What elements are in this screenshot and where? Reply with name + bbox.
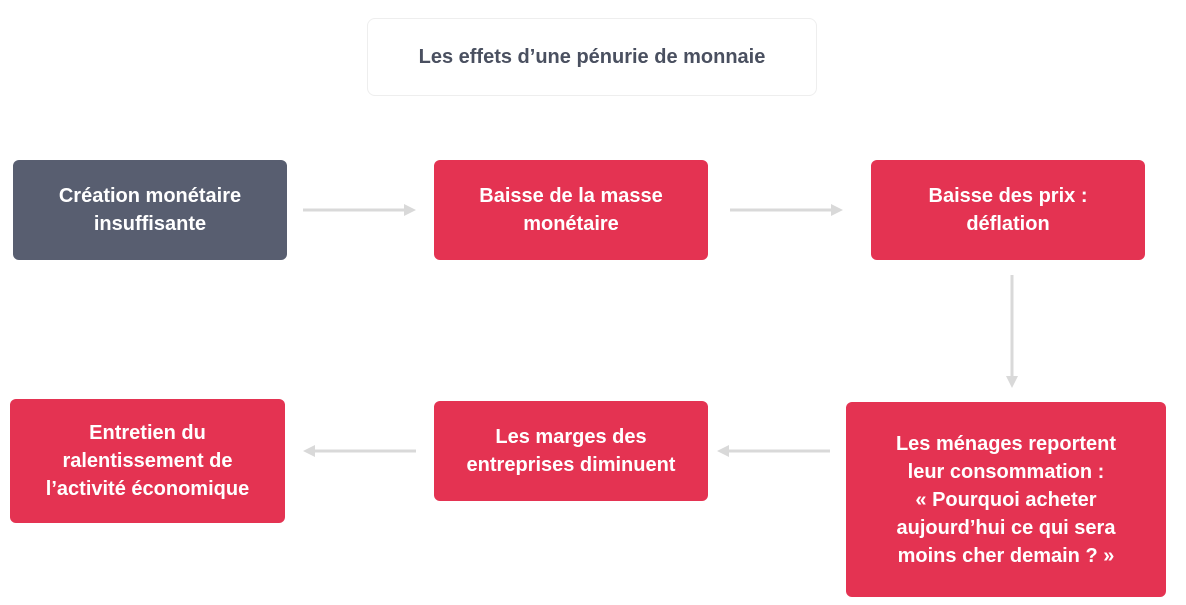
node-baisse-masse-monetaire: Baisse de la masse monétaire	[434, 160, 708, 260]
node-deflation: Baisse des prix : déflation	[871, 160, 1145, 260]
node-creation-monetaire: Création monétaire insuffisante	[13, 160, 287, 260]
node-marges-diminuent: Les marges des entreprises diminuent	[434, 401, 708, 501]
arrow-3-to-4	[1006, 275, 1018, 388]
arrow-5-to-6	[303, 445, 416, 457]
arrow-2-to-3	[730, 204, 843, 216]
arrow-1-to-2	[303, 204, 416, 216]
node-menages-reportent: Les ménages reportent leur consommation …	[846, 402, 1166, 597]
arrow-4-to-5	[717, 445, 830, 457]
diagram-title: Les effets d’une pénurie de monnaie	[367, 18, 817, 96]
node-entretien-ralentissement: Entretien du ralentissement de l’activit…	[10, 399, 285, 523]
